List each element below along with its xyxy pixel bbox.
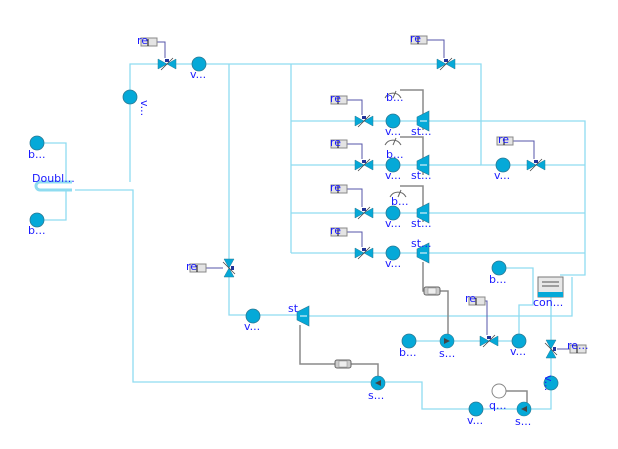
label: b... [489,273,506,286]
row-4[interactable]: re v... st... [330,224,432,270]
label: re [330,181,341,194]
condenser[interactable]: con... [533,276,564,309]
boundary-top-left[interactable]: b... [28,135,45,161]
volume-bottom[interactable]: v... [467,401,484,427]
label: re [330,224,341,237]
row-2[interactable]: re b... v... st... [330,136,432,182]
turbine-low[interactable]: st [288,302,310,327]
label: con... [533,296,563,309]
label: re [186,260,197,273]
label: re [137,34,148,47]
label: re... [567,339,589,352]
generator-2[interactable] [334,359,352,369]
valve-top-left[interactable] [157,57,177,71]
mid-valve[interactable]: re [186,258,236,278]
row-3[interactable]: re b... v... st... [330,181,432,230]
label: v... [494,169,510,182]
label: b... [386,148,403,161]
label: b... [391,195,408,208]
double-pipe-heat-exchanger[interactable]: Doubl... [32,172,75,192]
re-pump[interactable]: re [465,292,486,306]
sensor-right[interactable]: v... [542,375,559,391]
label: st... [411,217,432,230]
label: re [330,92,341,105]
label: v... [244,320,260,333]
re-top-left[interactable]: re [137,34,158,47]
label: Doubl... [32,172,75,185]
label: v... [190,68,206,81]
right-branch[interactable]: re v... [494,133,546,182]
label: st... [411,237,432,250]
label: v... [385,125,401,138]
label: v... [385,169,401,182]
label: b... [386,91,403,104]
label: st [288,302,299,315]
pump-3[interactable]: s... [368,375,386,402]
label: v... [138,100,151,116]
valve-top-right[interactable] [436,57,456,71]
label: re [465,292,476,305]
generator-1[interactable] [423,286,441,296]
pump-2[interactable]: s... [515,401,532,428]
pipes [37,63,586,410]
sensor-left[interactable]: v... [122,89,151,116]
label: b... [399,346,416,359]
volume-mid[interactable]: v... [244,308,261,333]
label: st... [411,125,432,138]
label: b... [28,148,45,161]
boundary-pump[interactable]: b... [399,333,416,359]
valve-pump[interactable] [479,334,499,348]
label: v... [467,414,483,427]
label: b... [28,224,45,237]
label: s... [439,347,455,360]
label: re [330,136,341,149]
boundary-cond[interactable]: b... [489,260,506,286]
boundary-bottom-left[interactable]: b... [28,212,45,237]
label: st... [411,169,432,182]
volume-top[interactable]: v... [190,56,207,81]
valve-vertical[interactable]: re... [544,339,589,359]
re-top-right[interactable]: re [410,32,428,45]
volume-pump[interactable]: v... [510,333,527,358]
pump-1[interactable]: s... [439,333,455,360]
label: v... [385,217,401,230]
label: v... [385,257,401,270]
heat-source-q[interactable]: q... [489,383,507,412]
label: re [498,133,509,146]
label: q... [489,399,506,412]
label: re [410,32,421,45]
label: s... [515,415,531,428]
label: v... [510,345,526,358]
signal-lines [157,39,570,350]
label: v... [542,375,555,391]
row-1[interactable]: re b... v... st... [330,90,432,138]
label: s... [368,389,384,402]
